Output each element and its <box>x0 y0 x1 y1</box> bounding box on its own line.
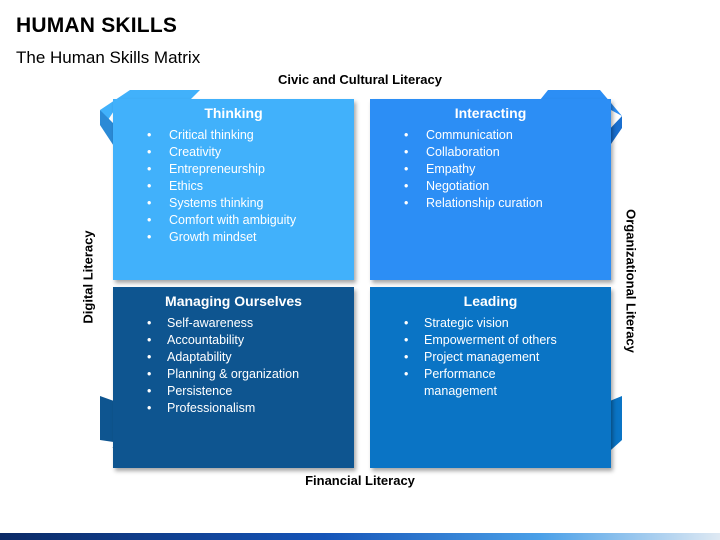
list-item: Growth mindset <box>147 229 354 246</box>
list-item: Critical thinking <box>147 127 354 144</box>
list-item: Negotiation <box>404 178 611 195</box>
list-item: Creativity <box>147 144 354 161</box>
list-item: Accountability <box>147 332 354 349</box>
quadrant-managing-ourselves: Managing Ourselves Self-awareness Accoun… <box>113 287 354 468</box>
list-item: Empathy <box>404 161 611 178</box>
quadrant-thinking: Thinking Critical thinking Creativity En… <box>113 99 354 280</box>
quadrant-title: Leading <box>463 293 518 309</box>
quadrant-title: Managing Ourselves <box>165 293 302 309</box>
list-item: Entrepreneurship <box>147 161 354 178</box>
list-item: Empowerment of others <box>404 332 611 349</box>
list-item: Relationship curation <box>404 195 611 212</box>
corner-arrow-top-right <box>540 90 622 116</box>
list-item: Planning & organization <box>147 366 354 383</box>
axis-label-right: Organizational Literacy <box>623 209 639 353</box>
list-item: Professionalism <box>147 400 354 417</box>
list-item: Ethics <box>147 178 354 195</box>
page-subtitle: The Human Skills Matrix <box>16 48 201 67</box>
axis-label-bottom: Financial Literacy <box>305 473 415 488</box>
list-item: Systems thinking <box>147 195 354 212</box>
quadrant-title: Interacting <box>454 105 527 121</box>
list-item: Persistence <box>147 383 354 400</box>
list-item: Performance management <box>404 366 544 400</box>
list-item: Collaboration <box>404 144 611 161</box>
page-title: HUMAN SKILLS <box>16 14 178 37</box>
axis-label-top: Civic and Cultural Literacy <box>278 72 442 87</box>
list-item: Communication <box>404 127 611 144</box>
list-item: Strategic vision <box>404 315 611 332</box>
list-item: Comfort with ambiguity <box>147 212 354 229</box>
axis-label-left: Digital Literacy <box>80 230 96 324</box>
quadrant-interacting: Interacting Communication Collaboration … <box>370 99 611 280</box>
list-item: Adaptability <box>147 349 354 366</box>
list-item: Self-awareness <box>147 315 354 332</box>
corner-arrow-top-left <box>100 90 200 120</box>
quadrant-title: Thinking <box>204 105 263 121</box>
footer-gradient-bar <box>0 533 720 540</box>
list-item: Project management <box>404 349 611 366</box>
quadrant-leading: Leading Strategic vision Empowerment of … <box>370 287 611 468</box>
